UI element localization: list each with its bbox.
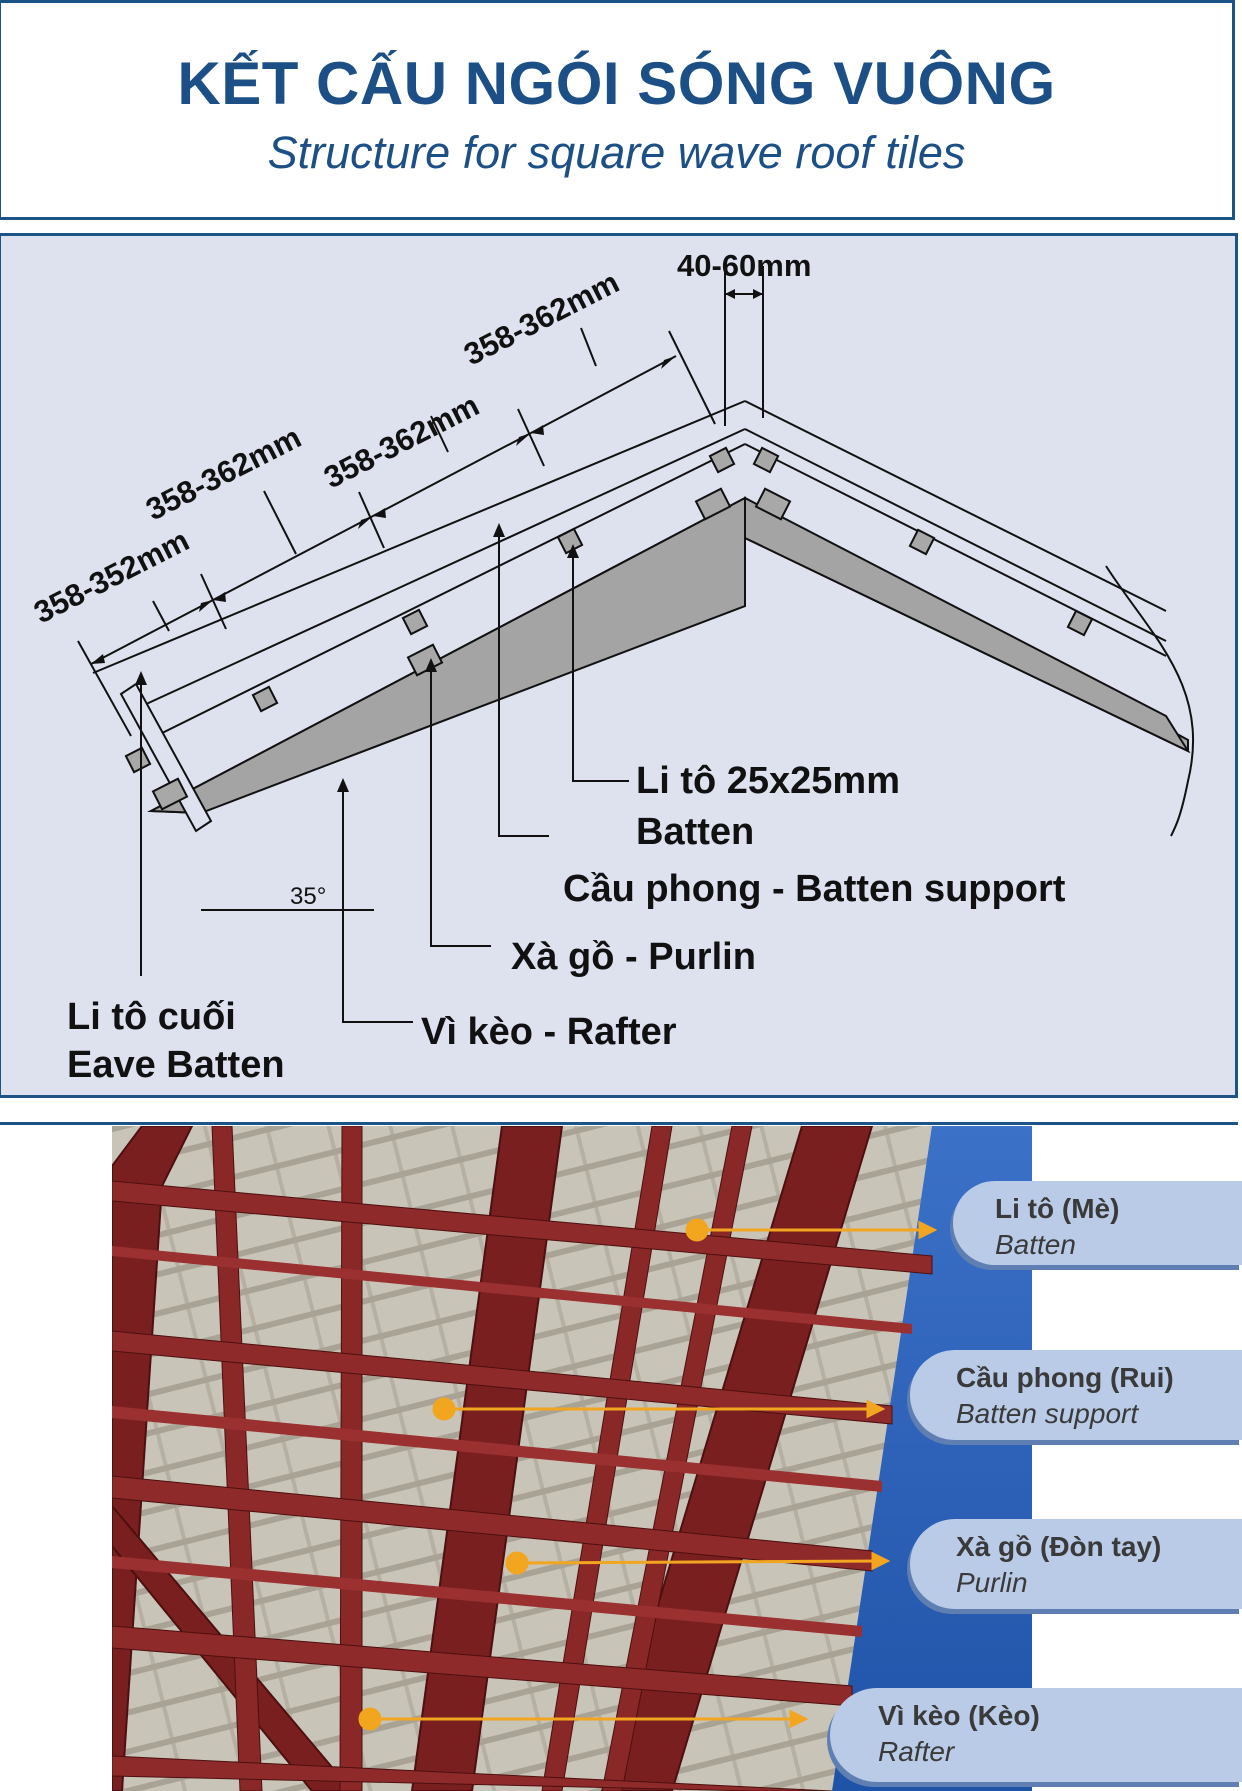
page-subtitle: Structure for square wave roof tiles bbox=[267, 127, 966, 178]
callout-rafter-subtitle: Rafter bbox=[878, 1736, 955, 1767]
dim-label-5: 40-60mm bbox=[677, 248, 811, 283]
purlins-photo bbox=[112, 1180, 933, 1791]
photo-illustration bbox=[112, 1126, 1032, 1791]
purlin-square bbox=[754, 487, 792, 521]
batten-square bbox=[124, 746, 152, 774]
dim-label-1: 358-352mm bbox=[28, 522, 194, 630]
battens bbox=[124, 446, 1094, 774]
batten-support-line-mid bbox=[130, 428, 746, 712]
batten-square bbox=[908, 528, 936, 556]
label-rafter: Vì kèo - Rafter bbox=[421, 1011, 677, 1053]
photo-divider bbox=[0, 1122, 1238, 1125]
label-batten-vi: Li tô 25x25mm bbox=[636, 760, 900, 802]
purlin-square bbox=[694, 487, 732, 521]
batten-support-line-bot bbox=[145, 443, 746, 742]
leader-lines bbox=[140, 533, 629, 1023]
batten-square bbox=[401, 608, 429, 636]
battens-photo bbox=[112, 1246, 912, 1637]
batten-square bbox=[1066, 609, 1094, 637]
callout-rafter-title: Vì kèo (Kèo) bbox=[878, 1700, 1040, 1731]
callout-batten-subtitle: Batten bbox=[995, 1229, 1076, 1260]
callout-batten-title: Li tô (Mè) bbox=[995, 1193, 1120, 1224]
diagram-drawing: 358-352mm 358-362mm 358-362mm 358-362mm … bbox=[28, 248, 1194, 1086]
rafter-left-face bbox=[147, 496, 746, 815]
callout-arrows bbox=[358, 1218, 938, 1731]
callout-batten-support-subtitle: Batten support bbox=[956, 1398, 1139, 1429]
callout-purlin: Xà gồ (Đòn tay) Purlin bbox=[910, 1519, 1242, 1609]
callout-purlin-title: Xà gồ (Đòn tay) bbox=[956, 1531, 1162, 1562]
callout-rafter: Vì kèo (Kèo) Rafter bbox=[830, 1688, 1242, 1782]
dim-label-4: 358-362mm bbox=[458, 264, 624, 372]
batten-square bbox=[251, 685, 279, 713]
label-purlin: Xà gồ - Purlin bbox=[511, 936, 756, 978]
batten-square bbox=[708, 446, 736, 474]
label-batten-support: Cầu phong - Batten support bbox=[563, 868, 1066, 910]
page-title: KẾT CẤU NGÓI SÓNG VUÔNG bbox=[177, 50, 1056, 117]
batten-support-right-bot bbox=[744, 443, 1167, 657]
sky-area bbox=[832, 1126, 1032, 1791]
batten-square bbox=[556, 527, 584, 555]
roof-structure-photo bbox=[112, 1126, 1032, 1791]
callout-purlin-subtitle: Purlin bbox=[956, 1567, 1028, 1598]
dimension-arrows bbox=[91, 289, 763, 664]
leader-arrows bbox=[135, 523, 579, 792]
rafter-right-face bbox=[744, 496, 1191, 754]
batten-support-right-top bbox=[744, 400, 1167, 612]
label-batten-en: Batten bbox=[636, 811, 754, 853]
purlins bbox=[151, 487, 792, 811]
dim-label-3: 358-362mm bbox=[318, 387, 484, 495]
callout-batten-support: Cầu phong (Rui) Batten support bbox=[910, 1350, 1242, 1440]
batten-support-right-mid bbox=[744, 428, 1167, 642]
callout-batten: Li tô (Mè) Batten bbox=[953, 1181, 1242, 1265]
callout-batten-support-title: Cầu phong (Rui) bbox=[956, 1362, 1174, 1393]
batten-square bbox=[752, 446, 780, 474]
purlin-square bbox=[151, 777, 189, 811]
angle-label: 35° bbox=[290, 883, 326, 910]
rafter-cut-arc bbox=[1105, 565, 1194, 837]
batten-support-line-top bbox=[92, 400, 746, 674]
dim-label-2: 358-362mm bbox=[140, 419, 306, 527]
header-panel: KẾT CẤU NGÓI SÓNG VUÔNG Structure for sq… bbox=[0, 0, 1235, 220]
label-eave-vi: Li tô cuối bbox=[67, 996, 236, 1038]
roof-structure-diagram: 358-352mm 358-362mm 358-362mm 358-362mm … bbox=[0, 233, 1238, 1098]
label-eave-en: Eave Batten bbox=[67, 1044, 285, 1086]
